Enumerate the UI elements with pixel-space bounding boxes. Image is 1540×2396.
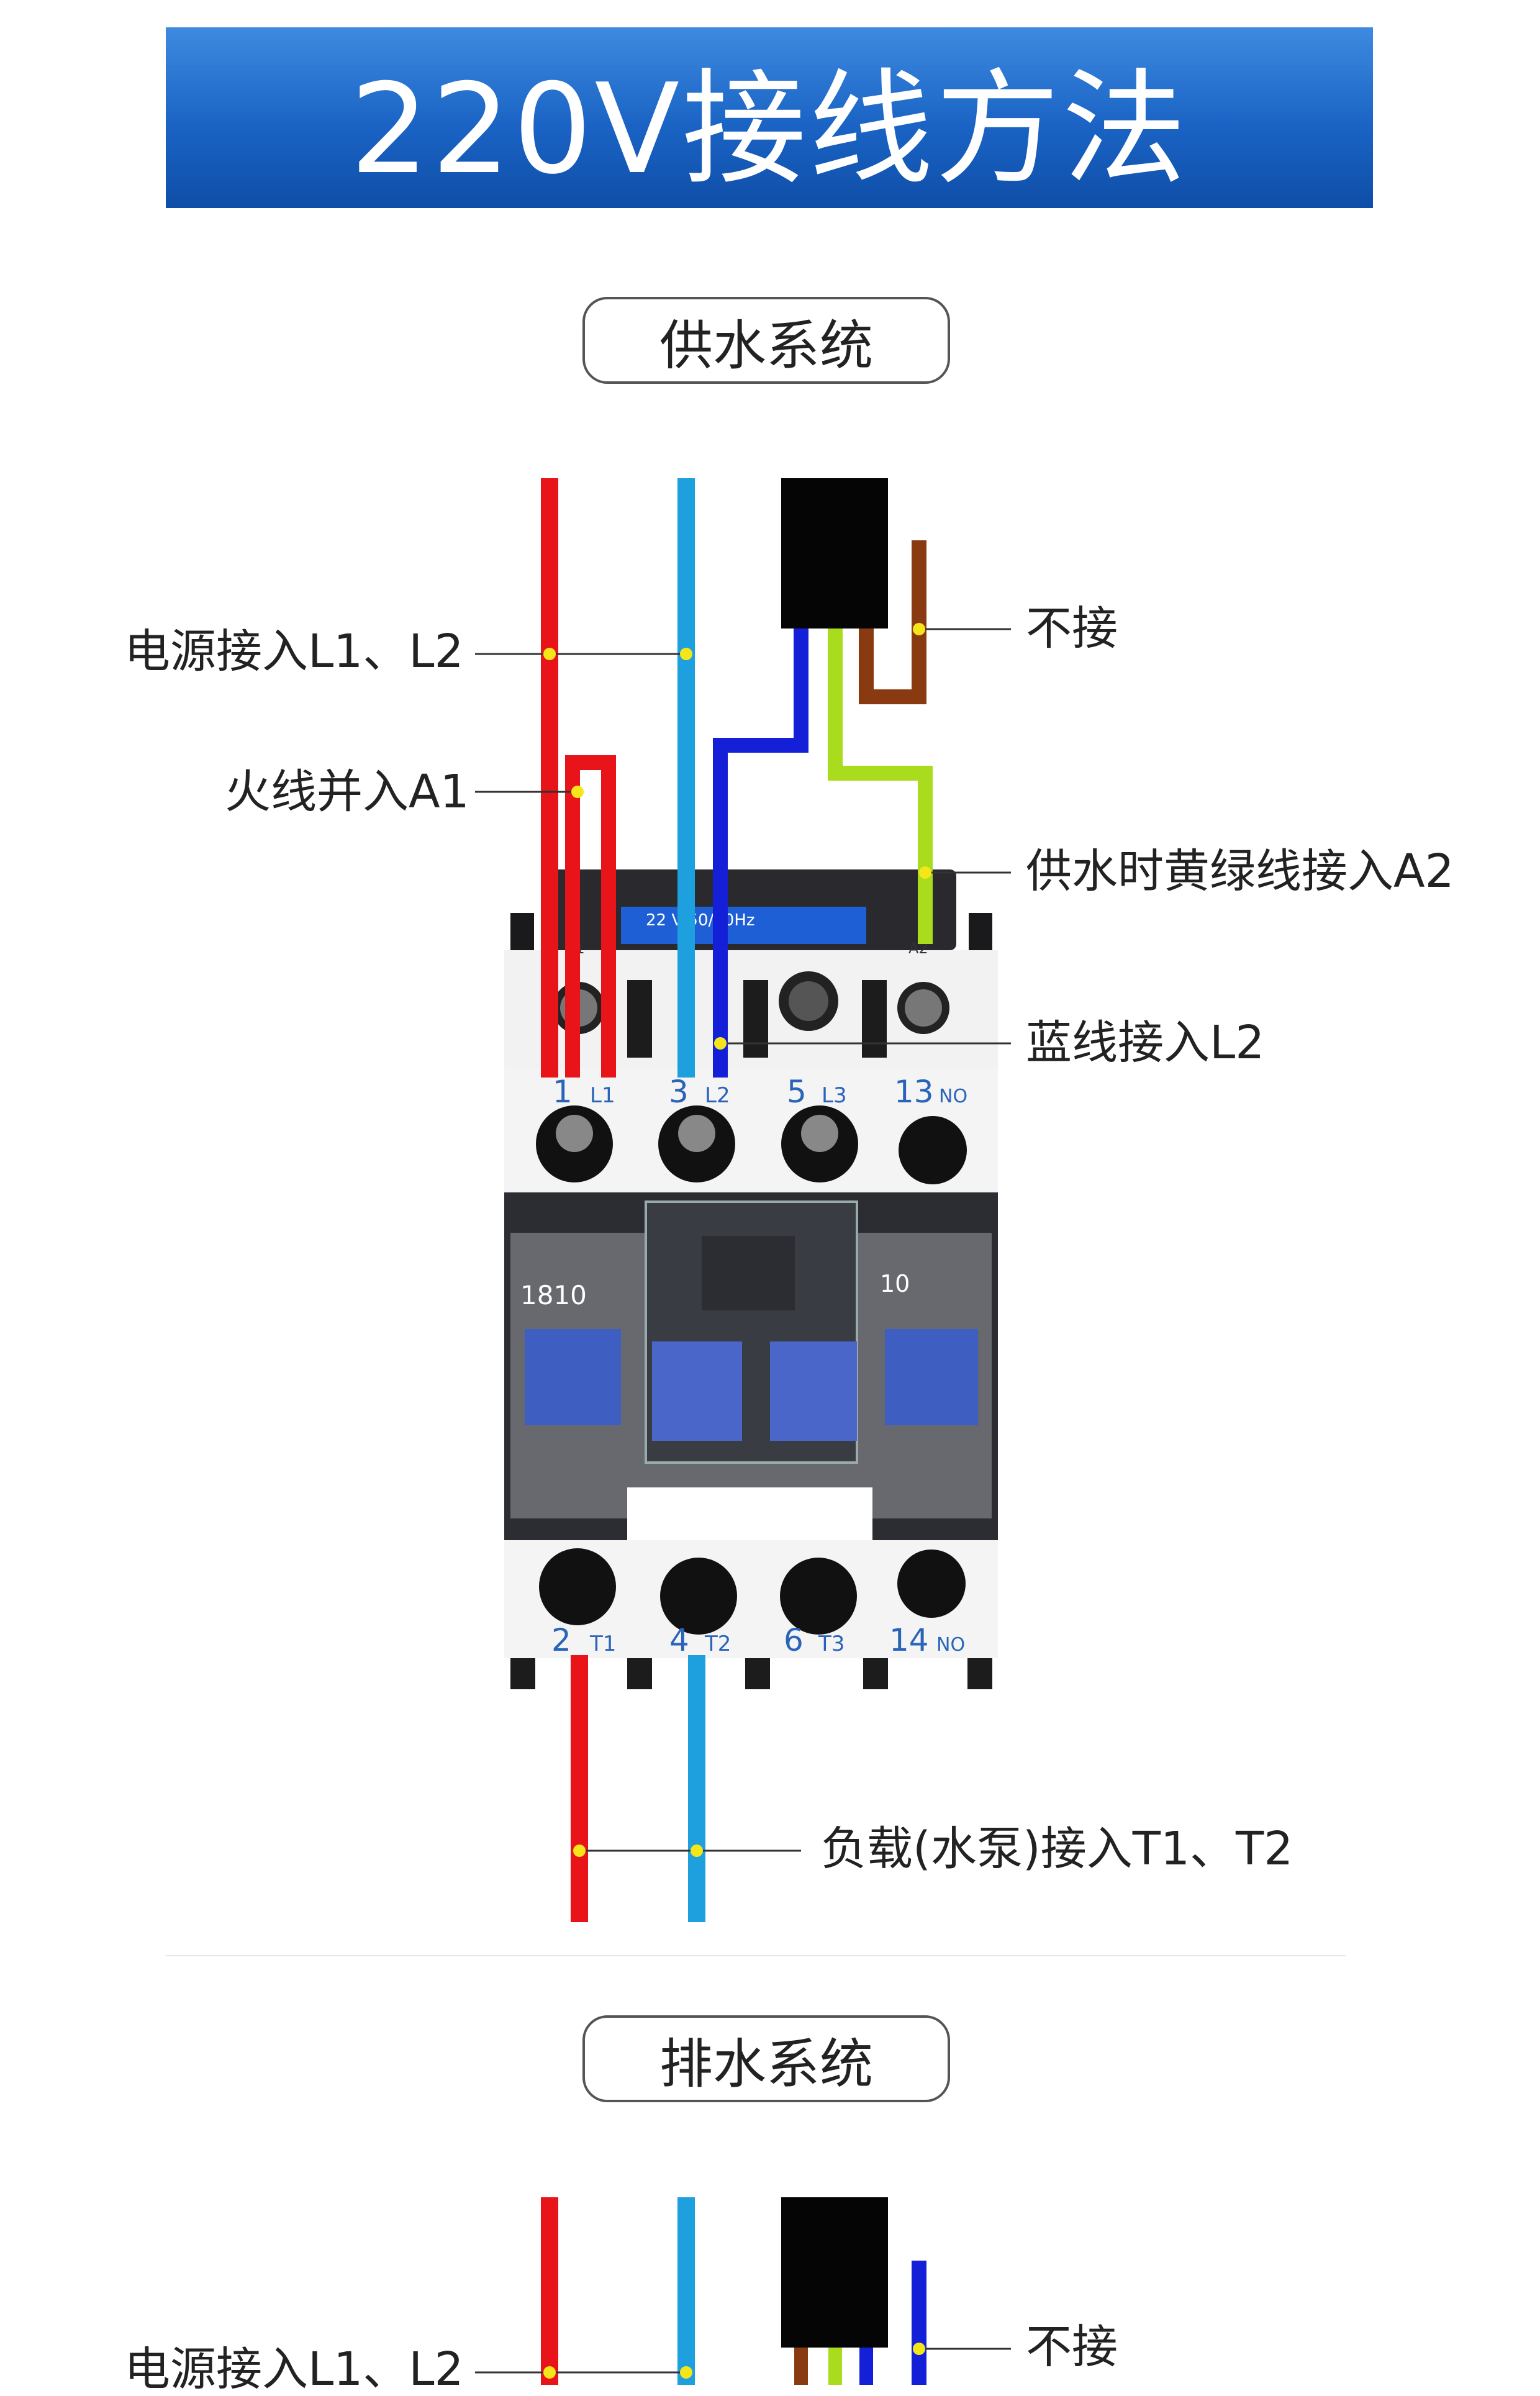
bottom-terminal-num-4: 14 — [889, 1622, 929, 1658]
foot-1 — [510, 1658, 535, 1689]
dot-lightblue-s2 — [680, 2366, 692, 2379]
center-indicator — [702, 1236, 795, 1310]
bottom-terminal-tag-2: T2 — [704, 1631, 731, 1656]
blue-wire — [713, 628, 808, 1078]
dot-red-s2 — [543, 2366, 556, 2379]
terminal-screw-l2-head — [678, 1115, 715, 1152]
label-live: 火线并入A1 — [225, 765, 469, 819]
top-terminal-num-3: 5 — [787, 1074, 807, 1110]
coil-divider-mid — [743, 980, 768, 1058]
label-not-connected-s2: 不接 — [1026, 2320, 1118, 2374]
bottom-terminal-num-3: 6 — [784, 1622, 804, 1658]
dot-brown — [913, 623, 925, 635]
top-terminal-tag-2: L2 — [705, 1083, 730, 1108]
dot-red-t1 — [573, 1845, 586, 1857]
aux-label: 10 — [880, 1270, 910, 1297]
contact-block-2 — [652, 1341, 742, 1441]
coil-screw-middle-head — [789, 981, 828, 1021]
section-title-drain-text: 排水系统 — [659, 2033, 873, 2095]
terminal-screw-l3-head — [801, 1115, 838, 1152]
bottom-terminal-tag-3: T3 — [818, 1631, 845, 1656]
coil-divider-left — [627, 980, 652, 1058]
label-blue: 蓝线接入L2 — [1026, 1016, 1265, 1069]
leader-lines-section-2 — [475, 2348, 1011, 2374]
coil-screw-a2-head — [905, 989, 942, 1027]
dot-red-a1 — [571, 786, 584, 798]
contact-block-1 — [525, 1329, 621, 1425]
dot-blue-s2 — [913, 2343, 925, 2355]
brown-wire — [859, 540, 926, 704]
terminal-screw-14 — [897, 1550, 966, 1618]
top-terminal-num-4: 13 — [894, 1074, 934, 1110]
connection-dots-section-1 — [543, 623, 931, 1857]
label-load: 负载(水泵)接入T1、T2 — [821, 1822, 1293, 1876]
top-terminal-tag-3: L3 — [822, 1083, 847, 1108]
leader-lines-section-1 — [475, 628, 1011, 1852]
section-title-drain: 排水系统 — [582, 2015, 950, 2102]
bottom-terminal-screws — [539, 1548, 966, 1635]
bottom-terminal-labels: 2 T1 4 T2 6 T3 14 NO — [551, 1622, 965, 1658]
section-divider — [166, 1955, 1346, 1956]
top-terminal-tag-1: L1 — [590, 1083, 615, 1108]
contact-block-3 — [770, 1341, 857, 1441]
page-title: 220V接线方法 — [350, 57, 1189, 202]
dot-blue — [714, 1037, 727, 1050]
bottom-terminal-tag-4: NO — [936, 1634, 965, 1656]
terminal-screw-l1-head — [556, 1115, 593, 1152]
dot-red-l1 — [543, 648, 556, 660]
dot-lightblue-l2 — [680, 648, 692, 660]
bottom-terminal-num-2: 4 — [669, 1622, 689, 1658]
section-title-supply-text: 供水系统 — [659, 314, 873, 377]
cable-head-s2 — [781, 2197, 888, 2348]
label-power-s2: 电源接入L1、L2 — [124, 2343, 464, 2396]
top-terminal-screws — [536, 1105, 967, 1184]
bottom-terminal-tag-1: T1 — [589, 1631, 616, 1656]
bottom-terminal-num-1: 2 — [551, 1622, 571, 1658]
rating-text: 22 V 50/60Hz — [646, 911, 755, 930]
dot-yellow-green — [919, 866, 931, 879]
top-terminal-num-2: 3 — [669, 1074, 689, 1110]
foot-2 — [627, 1658, 652, 1689]
label-power: 电源接入L1、L2 — [124, 625, 464, 678]
top-terminal-num-1: 1 — [553, 1074, 573, 1110]
connection-dots-section-2 — [543, 2343, 925, 2379]
terminal-screw-t3 — [780, 1558, 857, 1635]
coil-divider-right — [862, 980, 887, 1058]
foot-4 — [863, 1658, 888, 1689]
contact-block-4 — [885, 1329, 978, 1425]
terminal-screw-t2 — [660, 1558, 737, 1635]
foot-5 — [967, 1658, 992, 1689]
top-terminal-tag-4: NO — [939, 1086, 967, 1107]
wires-section-1 — [541, 478, 933, 1922]
cable-head — [781, 478, 888, 628]
title-banner: 220V接线方法 — [166, 27, 1373, 208]
wires-section-2 — [541, 2197, 926, 2385]
model-number: 1810 — [520, 1280, 587, 1310]
red-wire-a1-loop — [565, 755, 616, 1078]
dot-lightblue-t2 — [691, 1845, 703, 1857]
foot-3 — [745, 1658, 770, 1689]
rating-plate — [621, 907, 866, 944]
top-terminal-labels: 1 L1 3 L2 5 L3 13 NO — [553, 1074, 967, 1110]
label-not-connected: 不接 — [1026, 602, 1118, 655]
section-title-supply: 供水系统 — [582, 297, 950, 384]
yellow-green-wire — [828, 628, 933, 944]
terminal-screw-t1 — [539, 1548, 616, 1625]
label-yellow-green: 供水时黄绿线接入A2 — [1026, 845, 1454, 898]
terminal-screw-13 — [899, 1116, 967, 1184]
